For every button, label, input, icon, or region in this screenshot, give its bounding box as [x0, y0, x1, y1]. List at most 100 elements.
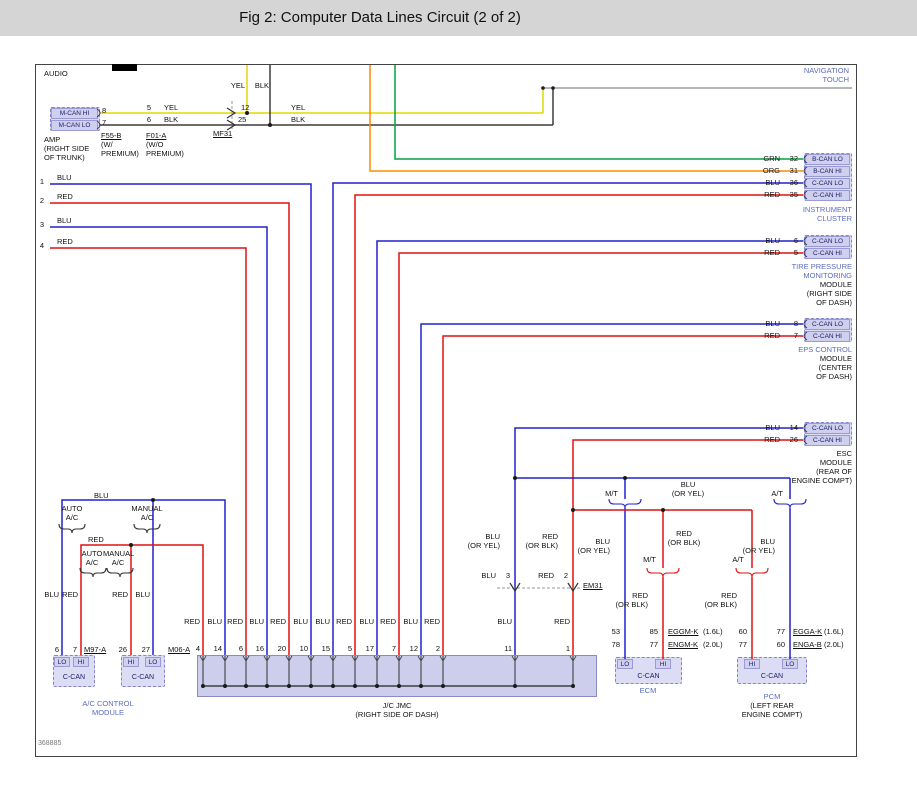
ecm-term: HI — [655, 659, 671, 669]
eps-name-2: MODULE — [819, 354, 852, 363]
wire-color-label: RED — [57, 192, 73, 201]
ac-option-manual: A/C — [140, 513, 154, 522]
tpms-name-3: MODULE — [819, 280, 852, 289]
eps-name-4: OF DASH) — [816, 372, 852, 381]
transmission-option: A/T — [771, 489, 783, 498]
mf31-pin-top: 12 — [241, 103, 250, 112]
pin-label: 7 — [793, 331, 798, 340]
wire-color-label: BLU — [359, 617, 374, 626]
circuit-id: EGGM-K — [668, 627, 699, 636]
figure-title: Fig 2: Computer Data Lines Circuit (2 of… — [239, 9, 521, 26]
wire-color-label: RED — [764, 190, 780, 199]
pin-label: 20 — [277, 644, 286, 653]
jc-name-1: J/C JMC — [382, 701, 412, 710]
page-wire-number: 2 — [39, 196, 45, 205]
ac-option-auto: A/C — [85, 558, 99, 567]
page-tab-marker — [112, 64, 137, 71]
pin-label: 7 — [72, 645, 77, 654]
amp-name-1: AMP — [44, 135, 61, 144]
page-wire-number: 1 — [39, 177, 45, 186]
ac-option-manual: A/C — [111, 558, 125, 567]
wire-color-label: RED — [424, 617, 440, 626]
audio-label: AUDIO — [44, 69, 68, 78]
eps-row: C-CAN LO — [805, 319, 850, 330]
wire-color-label: RED — [57, 237, 73, 246]
mf31-connector — [226, 101, 237, 131]
navigation-label-1: NAVIGATION — [803, 66, 849, 75]
wire-color-label: BLU — [44, 590, 59, 599]
esc-name-2: MODULE — [819, 458, 852, 467]
pin-label: 26 — [789, 435, 798, 444]
wire-color-label: BLU — [403, 617, 418, 626]
tpms-name-2: MONITORING — [803, 271, 852, 280]
amp-row-mcan-lo: M-CAN LO — [51, 120, 98, 131]
connector-id: M06-A — [168, 645, 191, 654]
pin-label: 60 — [738, 627, 747, 636]
em31-connector — [497, 582, 580, 593]
wire-color-label: RED — [764, 435, 780, 444]
left-page-wires — [50, 183, 312, 655]
transmission-option: A/T — [732, 555, 744, 564]
title-bar — [0, 0, 917, 36]
wire-color-label: BLU — [680, 480, 696, 489]
pin-label: 4 — [195, 644, 200, 653]
figure-id: 368885 — [38, 740, 62, 747]
pin-label: 15 — [321, 644, 330, 653]
wire-color-label: RED — [764, 248, 780, 257]
pin-label: 10 — [299, 644, 308, 653]
ac-option-manual: MANUAL — [103, 549, 135, 558]
wire-color-label: RED — [227, 617, 243, 626]
wire-color-label: BLK — [164, 115, 179, 124]
connector-id: M97-A — [84, 645, 107, 654]
pin-label: 5 — [793, 248, 798, 257]
wire-color-label: RED — [336, 617, 352, 626]
tpms-name-4: (RIGHT SIDE — [806, 289, 852, 298]
ac-option-braces — [58, 523, 161, 578]
transmission-option: M/T — [605, 489, 618, 498]
circuit-id: ENGA-B — [793, 640, 822, 649]
wire-color-label: RED — [538, 571, 554, 580]
pin-label: 6 — [793, 236, 798, 245]
wire-color-label: RED — [542, 532, 558, 541]
pcm-can-label: C-CAN — [760, 673, 784, 680]
wire-color-label: BLK — [291, 115, 306, 124]
wire-color-variant: (OR YEL) — [742, 546, 775, 555]
ac-term: HI — [73, 657, 89, 667]
wire-color-variant: (OR YEL) — [671, 489, 705, 498]
eps-row: C-CAN HI — [805, 331, 850, 342]
wire-color-label: BLU — [765, 178, 780, 187]
em31-pin: 2 — [563, 571, 568, 580]
mf31-connector-id: MF31 — [213, 129, 233, 138]
module-can-wires — [332, 182, 803, 655]
circuit-id: EGGA-K — [793, 627, 823, 636]
pin-label: 6 — [54, 645, 59, 654]
amp-pin: 7 — [102, 118, 107, 127]
cluster-row: B-CAN HI — [805, 166, 850, 177]
pin-label: 77 — [776, 627, 785, 636]
mf31-pin-bottom: 25 — [238, 115, 247, 124]
amp-name-2: (RIGHT SIDE — [44, 144, 90, 153]
pin-label: 31 — [789, 166, 798, 175]
wire-color-label: BLU — [315, 617, 330, 626]
wire-color-label: BLU — [293, 617, 308, 626]
engine-variant: (2.0L) — [824, 640, 844, 649]
wire-color-variant: (OR YEL) — [577, 546, 610, 555]
connector-note: (W/ — [101, 140, 113, 149]
ac-term: HI — [123, 657, 139, 667]
wire-color-label: BLU — [57, 216, 72, 225]
pin-label: 14 — [789, 423, 798, 432]
wire-color-label: BLU — [765, 236, 780, 245]
connector-note: PREMIUM) — [146, 149, 184, 158]
ac-wires — [61, 499, 226, 655]
ac-option-manual: MANUAL — [131, 504, 163, 513]
connector-id: F01-A — [146, 131, 167, 140]
module-entry-brackets — [96, 108, 808, 445]
pin-label: 77 — [649, 640, 658, 649]
wire-color-label: YEL — [230, 81, 245, 90]
amp-pin: 8 — [102, 106, 107, 115]
ac-option-auto: AUTO — [61, 504, 83, 513]
wire-color-label: BLU — [485, 532, 500, 541]
wire-color-label: RED — [721, 591, 737, 600]
ac-module-name-1: A/C CONTROL — [82, 699, 134, 708]
